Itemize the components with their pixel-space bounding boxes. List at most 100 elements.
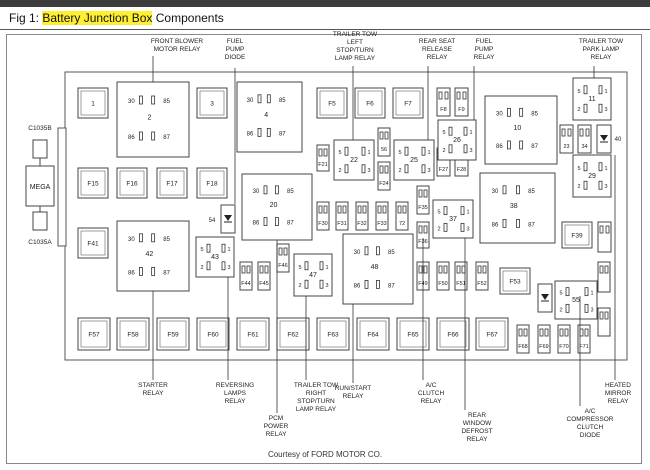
terminal-slot [206, 243, 211, 253]
terminal-slot [506, 140, 511, 150]
terminal-slot [502, 185, 507, 195]
relay-pin-label: 86 [496, 144, 503, 150]
fuse-label: F27 [439, 167, 448, 173]
callout-ac-clutch: A/C [426, 382, 437, 389]
fuse-label: F24 [379, 181, 388, 187]
courtesy-note: Courtesy of FORD MOTOR CO. [267, 450, 383, 459]
fuse-label: F16 [126, 181, 138, 188]
terminal-slot [418, 225, 423, 234]
fuse-inner [80, 90, 106, 116]
fuse-label: F67 [486, 332, 498, 339]
fuse-1 [77, 87, 109, 119]
terminal-slot [438, 91, 443, 100]
relay-pin-label: 30 [253, 189, 260, 195]
terminal-slot [423, 189, 428, 198]
terminal-slot [443, 206, 448, 216]
terminal-slot [138, 233, 143, 243]
fuse-F60 [196, 317, 230, 351]
fuse-label: F30 [318, 221, 327, 227]
relay-pin-label: 1 [427, 150, 430, 156]
relay-pin-label: 1 [325, 265, 328, 271]
fuse-label: F17 [166, 181, 178, 188]
fuse-inner [564, 224, 590, 246]
relay-pin-label: 2 [338, 168, 341, 174]
terminal-slot [138, 95, 143, 105]
relay-pin-label: 5 [577, 89, 580, 95]
terminal-slot [448, 126, 453, 136]
terminal-slot [605, 225, 610, 234]
fuse-label: F61 [247, 332, 259, 339]
terminal-slot [584, 303, 589, 313]
connector-label-c1035b: C1035B [28, 125, 52, 132]
terminal-slot [375, 246, 380, 256]
terminal-slot [384, 165, 389, 174]
terminal-slot [421, 164, 426, 174]
terminal-slot [151, 233, 156, 243]
relay-number: 25 [410, 157, 418, 164]
fuse-inner [357, 90, 383, 116]
relay-pin-label: 85 [287, 189, 294, 195]
terminal-slot [583, 103, 588, 113]
diode-symbol [541, 294, 549, 300]
relay-pin-label: 2 [577, 184, 580, 190]
callout-ac-diode: DIODE [580, 432, 601, 439]
terminal-slot [463, 126, 468, 136]
terminal-slot [257, 127, 262, 137]
callout-ac-diode: COMPRESSOR [567, 416, 614, 423]
terminal-slot [423, 265, 428, 274]
fuse-inner [199, 170, 225, 196]
relay-number: 11 [588, 96, 595, 103]
terminal-slot [559, 328, 564, 337]
relay-number: 48 [371, 264, 379, 271]
terminal-slot [138, 266, 143, 276]
callout-fuel-pump-diode: FUEL [227, 38, 244, 45]
relay-pin-label: 3 [367, 168, 370, 174]
relay-number: 22 [350, 157, 358, 164]
terminal-slot [151, 95, 156, 105]
fuse-F41 [77, 227, 109, 259]
relay-pin-label: 85 [279, 98, 286, 104]
terminal-slot [263, 185, 268, 195]
callout-trailer-park: PARK LAMP [583, 46, 620, 53]
terminal-slot [266, 94, 271, 104]
terminal-slot [344, 164, 349, 174]
relay-pin-label: 85 [163, 237, 170, 243]
terminal-slot [519, 107, 524, 117]
terminal-slot [241, 265, 246, 274]
figure-title: Fig 1: Battery Junction Box Components [9, 11, 224, 25]
terminal-slot [444, 91, 449, 100]
fuse-inner [80, 170, 106, 196]
fuse-label: F7 [404, 101, 412, 108]
callout-heated-mirror: RELAY [608, 398, 629, 405]
relay-number: 38 [510, 203, 518, 210]
terminal-slot [460, 222, 465, 232]
relay-number: 26 [453, 137, 461, 144]
terminal-slot [561, 128, 566, 137]
fuse-inner [80, 320, 108, 348]
terminal-slot [259, 265, 264, 274]
relay-pin-label: 3 [427, 168, 430, 174]
relay-pin-label: 30 [496, 111, 503, 117]
callout-starter: STARTER [138, 382, 168, 389]
terminal-slot [583, 180, 588, 190]
terminal-slot [579, 128, 584, 137]
relay-pin-label: 1 [367, 150, 370, 156]
callout-fuel-pump-diode: DIODE [225, 54, 246, 61]
terminal-slot [461, 265, 466, 274]
fuse-label: 23 [563, 144, 569, 150]
fuse-F53 [499, 267, 531, 295]
relay-pin-label: 30 [247, 98, 254, 104]
mega-terminal-bottom [32, 211, 48, 231]
relay-pin-label: 3 [604, 184, 607, 190]
relay-pin-label: 1 [227, 247, 230, 253]
callout-run-start: RUN/START [335, 385, 372, 392]
relay-pin-label: 30 [128, 237, 135, 243]
terminal-slot [246, 265, 251, 274]
terminal-slot [583, 85, 588, 95]
relay-pin-label: 87 [531, 144, 538, 150]
fuse-label: F9 [458, 107, 464, 113]
fuse-F16 [116, 167, 148, 199]
fuse-label: F69 [539, 344, 548, 350]
relay-pin-label: 1 [604, 166, 607, 172]
callout-heated-mirror: HEATED [605, 382, 631, 389]
